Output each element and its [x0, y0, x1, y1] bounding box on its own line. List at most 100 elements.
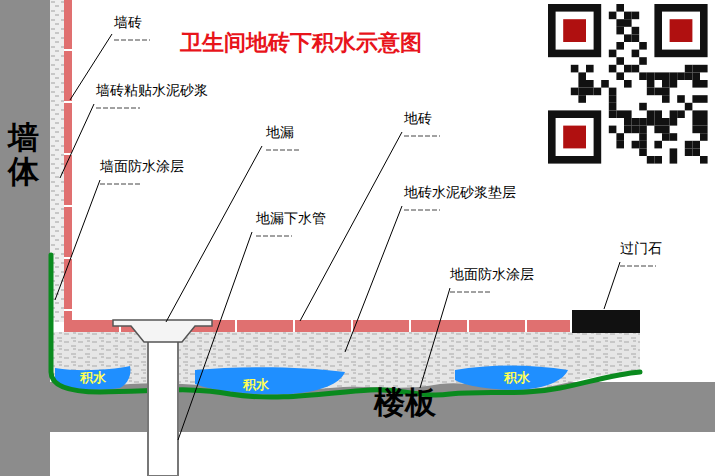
qr-module — [639, 126, 647, 134]
qr-module — [654, 88, 662, 96]
qr-module — [685, 148, 693, 156]
tile-joint — [64, 205, 72, 207]
tile-joint — [409, 320, 411, 332]
qr-module — [692, 110, 700, 118]
qr-module — [624, 65, 632, 73]
qr-module — [700, 126, 708, 134]
tile-joint — [64, 101, 72, 103]
qr-module — [571, 88, 579, 96]
waterproof-coating — [51, 255, 640, 397]
water-pocket — [455, 366, 568, 391]
qr-finder — [548, 110, 601, 163]
qr-module — [654, 118, 662, 126]
qr-module — [700, 156, 708, 164]
qr-module — [692, 141, 700, 149]
tile-joint — [64, 309, 72, 311]
qr-finder — [548, 4, 601, 57]
drawing-part — [114, 40, 150, 41]
qr-module — [639, 72, 647, 80]
qr-module — [662, 95, 670, 103]
part-label: 墙砖 — [114, 14, 142, 31]
qr-module — [662, 118, 670, 126]
slab-label: 楼板 — [374, 384, 436, 421]
drawing-part — [178, 232, 252, 440]
qr-module — [647, 88, 655, 96]
part-label: 地砖水泥砂浆垫层 — [404, 184, 516, 201]
qr-module — [639, 133, 647, 141]
qr-module — [624, 110, 632, 118]
qr-module — [609, 126, 617, 134]
qr-module — [692, 126, 700, 134]
qr-module — [654, 110, 662, 118]
part-label: 墙面防水涂层 — [100, 158, 184, 175]
drawing-part — [64, 50, 526, 332]
qr-finder — [556, 12, 594, 50]
qr-finder — [556, 118, 594, 156]
qr-module — [670, 80, 678, 88]
drawing-part — [55, 180, 100, 300]
qr-module — [677, 110, 685, 118]
qr-module — [670, 148, 678, 156]
qr-module — [700, 80, 708, 88]
qr-module — [654, 72, 662, 80]
qr-module — [616, 110, 624, 118]
tile-joint — [351, 320, 353, 332]
qr-module — [692, 80, 700, 88]
qr-module — [616, 133, 624, 141]
drawing-part — [300, 132, 402, 321]
qr-module — [700, 110, 708, 118]
part-label: 地面防水涂层 — [450, 266, 534, 283]
qr-module — [609, 88, 617, 96]
qr-module — [639, 57, 647, 65]
qr-module — [700, 118, 708, 126]
qr-module — [647, 110, 655, 118]
qr-module — [700, 65, 708, 73]
tile-joint — [525, 320, 527, 332]
qr-ground — [546, 2, 710, 166]
drawing-part — [404, 210, 440, 211]
drawing-part — [620, 266, 656, 267]
qr-module — [639, 148, 647, 156]
qr-module — [609, 65, 617, 73]
qr-module — [616, 27, 624, 35]
floor-mortar — [50, 332, 640, 390]
threshold-stone — [572, 310, 640, 333]
drawing-part — [404, 136, 440, 137]
qr-module — [609, 110, 617, 118]
qr-module — [654, 141, 662, 149]
qr-finder — [670, 19, 693, 42]
qr-module — [692, 148, 700, 156]
qr-module — [647, 72, 655, 80]
qr-module — [624, 80, 632, 88]
qr-module — [571, 65, 579, 73]
drawing-part — [256, 236, 292, 237]
label-dashes — [96, 40, 656, 292]
tile-joint — [64, 49, 72, 51]
qr-module — [677, 95, 685, 103]
drawing-part — [345, 206, 402, 352]
qr-module — [632, 50, 640, 58]
qr-module — [632, 27, 640, 35]
part-label: 地漏 — [266, 124, 294, 141]
qr-module — [616, 42, 624, 50]
part-label: 过门石 — [620, 240, 662, 257]
qr-module — [639, 141, 647, 149]
tile-joint — [293, 320, 295, 332]
qr-code — [546, 2, 710, 166]
qr-module — [685, 72, 693, 80]
qr-module — [639, 42, 647, 50]
qr-module — [662, 126, 670, 134]
part-label: 地漏下水管 — [256, 210, 326, 227]
qr-module — [670, 156, 678, 164]
qr-module — [616, 57, 624, 65]
qr-module — [670, 72, 678, 80]
qr-module — [609, 103, 617, 111]
qr-module — [685, 141, 693, 149]
qr-module — [670, 133, 678, 141]
qr-module — [662, 133, 670, 141]
qr-module — [647, 118, 655, 126]
qr-module — [601, 80, 609, 88]
qr-module — [692, 72, 700, 80]
